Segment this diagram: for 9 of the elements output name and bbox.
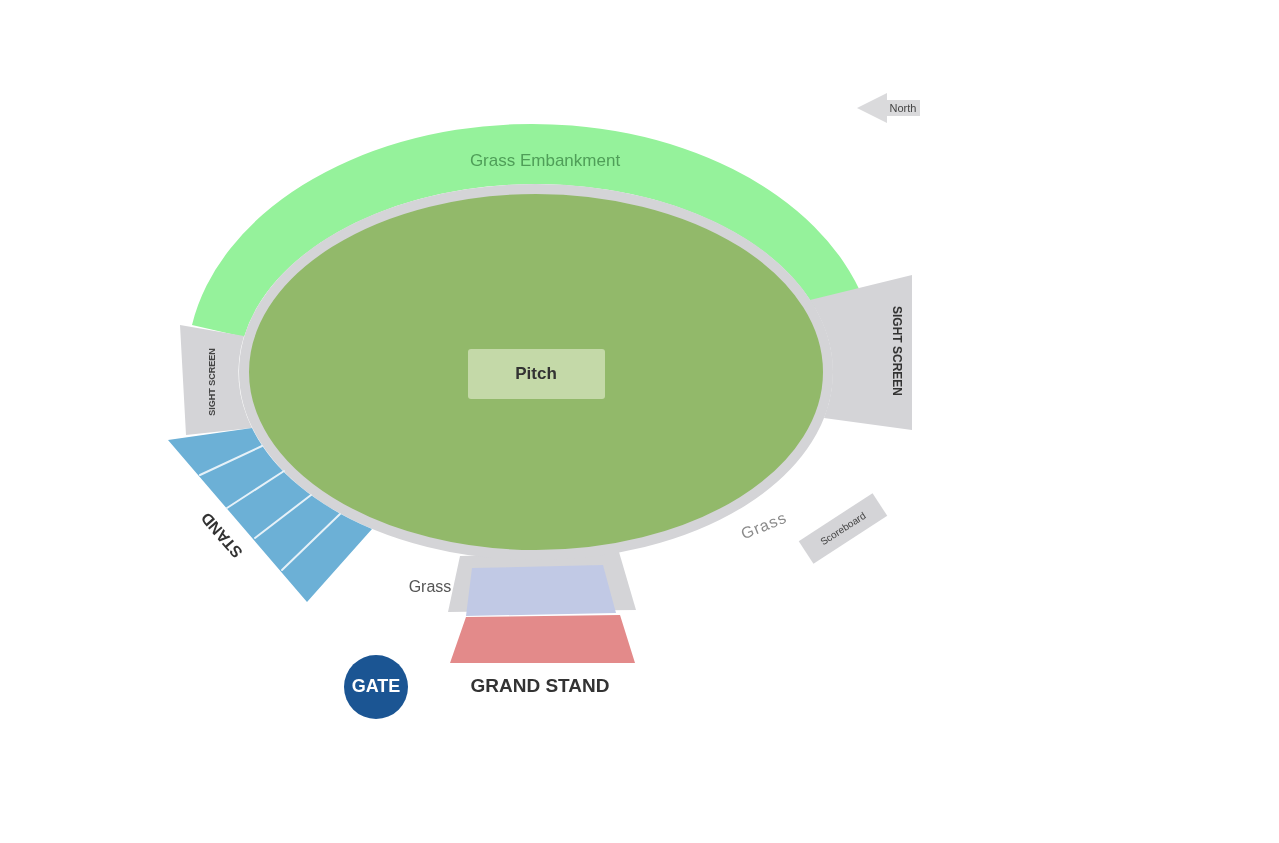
sight-screen-label: SIGHT SCREEN xyxy=(207,348,217,416)
gate-marker: GATE xyxy=(344,655,408,719)
sight-screen-label: SIGHT SCREEN xyxy=(891,306,903,396)
area-label: Grass xyxy=(738,509,790,543)
area-label: Grass xyxy=(408,579,452,595)
compass-label: North xyxy=(889,102,917,114)
pitch-area: Pitch xyxy=(467,349,605,399)
stand-label: GRAND STAND xyxy=(470,675,610,695)
area-label: Grass Embankment xyxy=(469,151,621,169)
